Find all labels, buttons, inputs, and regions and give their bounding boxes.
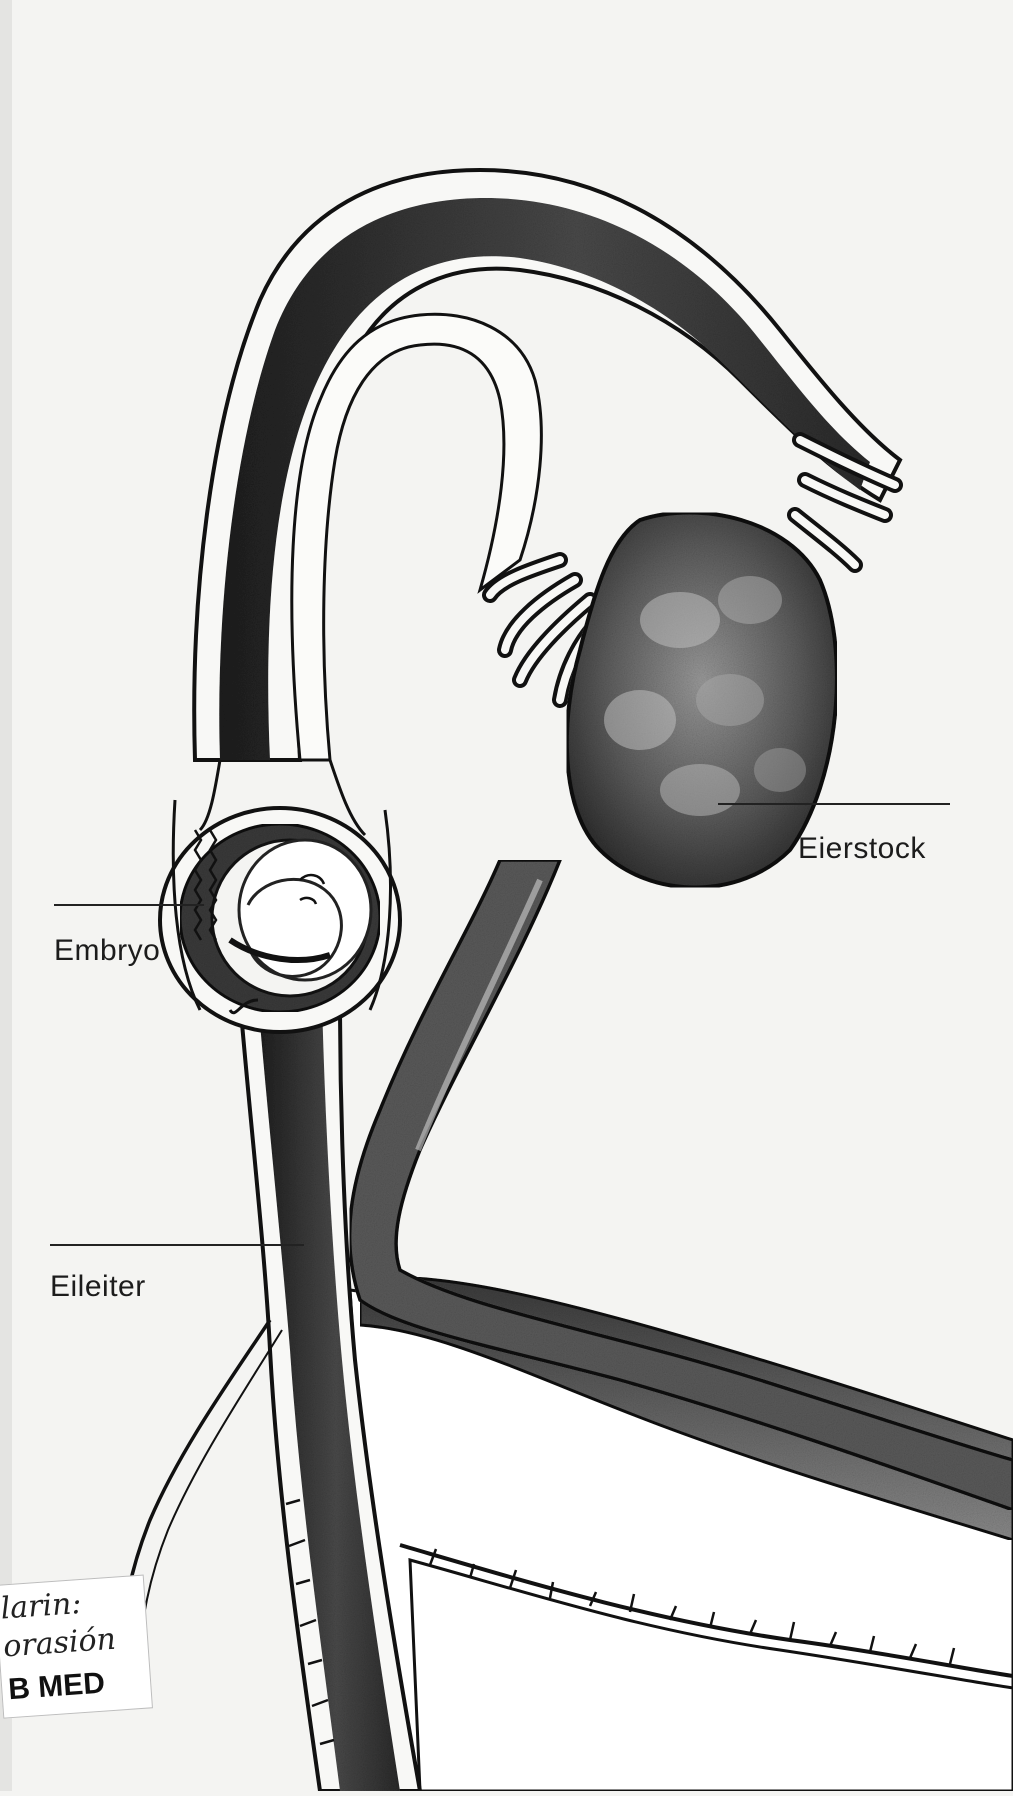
embryo-label: Embryo	[54, 934, 160, 968]
embryo-leader-line	[54, 904, 204, 906]
stamp-print-line: B MED	[7, 1667, 106, 1708]
library-stamp: larin: orasión B MED	[0, 1575, 153, 1719]
stamp-handwriting-line-1: larin:	[0, 1586, 83, 1627]
ovary-leader-line	[718, 803, 950, 805]
tube-leader-line	[50, 1244, 304, 1246]
ovary	[567, 513, 837, 888]
tube-label: Eileiter	[50, 1270, 146, 1304]
stamp-handwriting-line-2: orasión	[2, 1622, 117, 1665]
ovary-label: Eierstock	[798, 832, 926, 866]
